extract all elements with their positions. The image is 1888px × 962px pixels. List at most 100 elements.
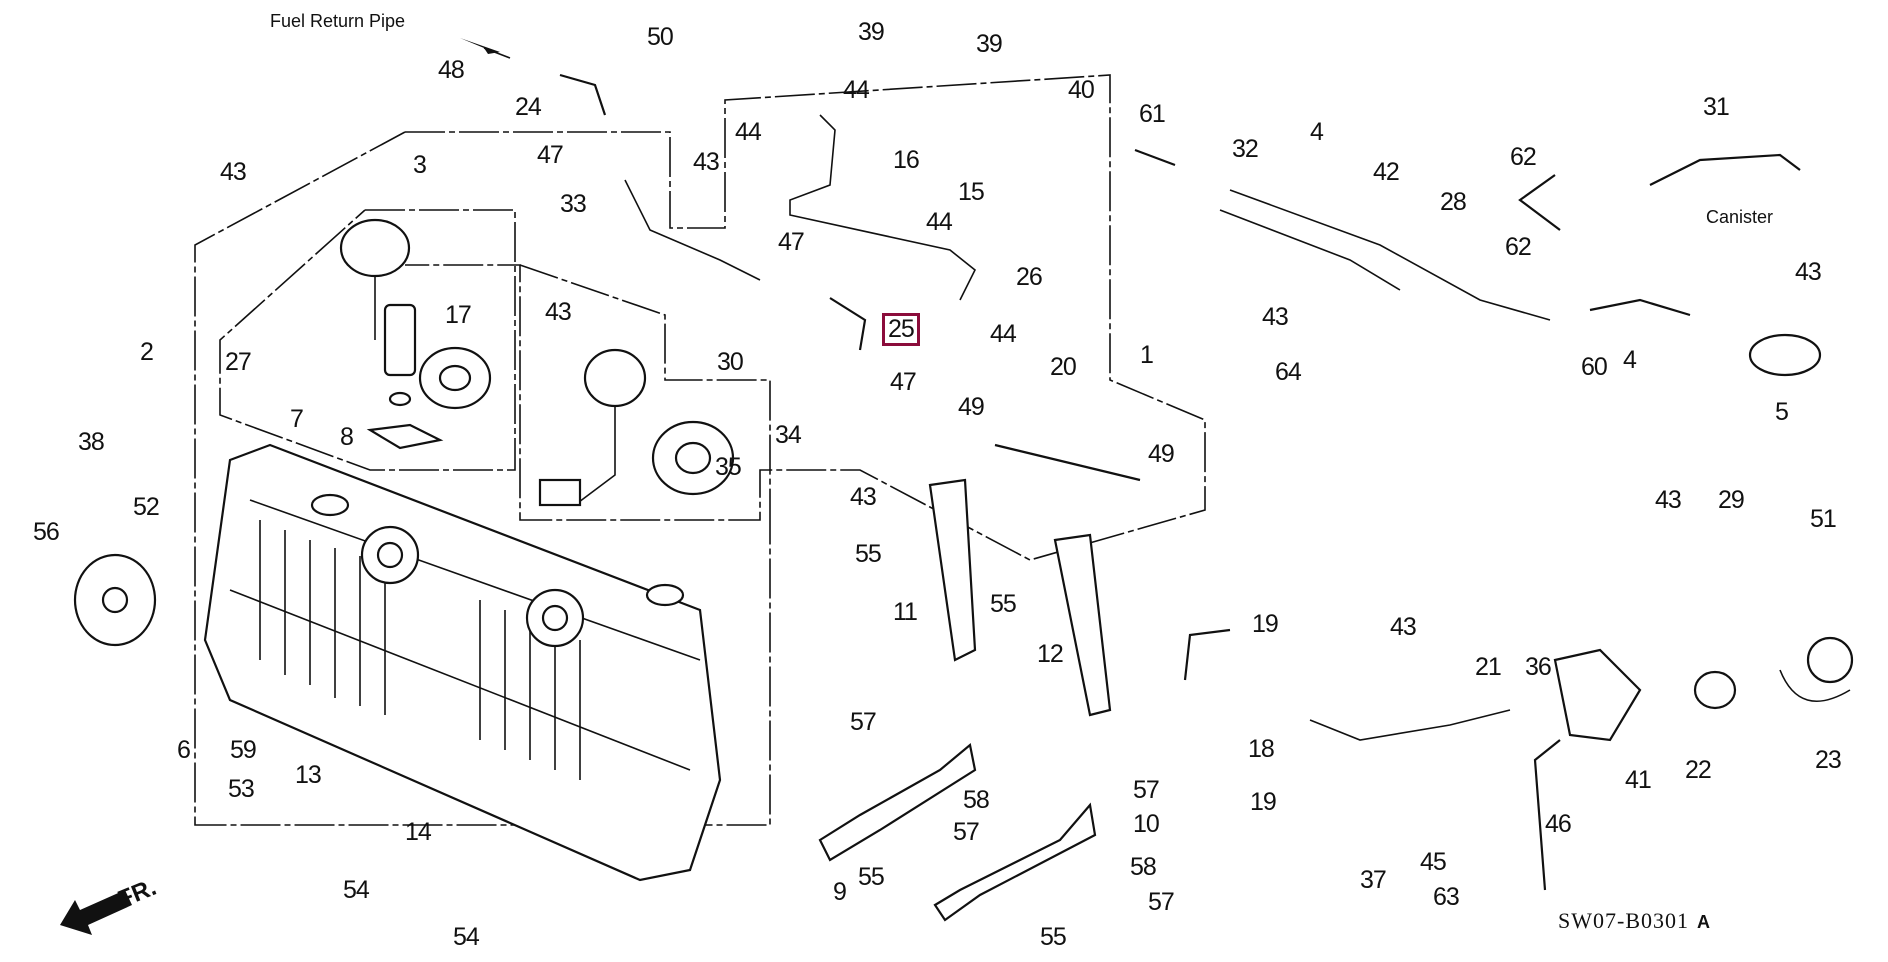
callout-49[interactable]: 49 bbox=[1148, 440, 1175, 468]
callout-5[interactable]: 5 bbox=[1775, 398, 1789, 426]
callout-38[interactable]: 38 bbox=[78, 428, 105, 456]
diagram-variant: A bbox=[1697, 912, 1711, 932]
callout-21[interactable]: 21 bbox=[1475, 653, 1502, 681]
callout-60[interactable]: 60 bbox=[1581, 353, 1608, 381]
callout-43[interactable]: 43 bbox=[1655, 486, 1682, 514]
group-outline-34 bbox=[519, 264, 771, 520]
callout-54[interactable]: 54 bbox=[343, 876, 370, 904]
callout-14[interactable]: 14 bbox=[405, 818, 432, 846]
callout-3[interactable]: 3 bbox=[413, 151, 427, 179]
callout-59[interactable]: 59 bbox=[230, 736, 257, 764]
callout-18[interactable]: 18 bbox=[1248, 735, 1275, 763]
callout-32[interactable]: 32 bbox=[1232, 135, 1259, 163]
callout-45[interactable]: 45 bbox=[1420, 848, 1447, 876]
callout-53[interactable]: 53 bbox=[228, 775, 255, 803]
canister-5 bbox=[1748, 333, 1822, 377]
callout-15[interactable]: 15 bbox=[958, 178, 985, 206]
callout-48[interactable]: 48 bbox=[438, 56, 465, 84]
callout-46[interactable]: 46 bbox=[1545, 810, 1572, 838]
callout-16[interactable]: 16 bbox=[893, 146, 920, 174]
callout-58[interactable]: 58 bbox=[963, 786, 990, 814]
callout-55[interactable]: 55 bbox=[990, 590, 1017, 618]
callout-41[interactable]: 41 bbox=[1625, 766, 1652, 794]
callout-24[interactable]: 24 bbox=[515, 93, 542, 121]
callout-9[interactable]: 9 bbox=[833, 878, 847, 906]
fuel-sender-assembly bbox=[538, 348, 735, 507]
callout-57[interactable]: 57 bbox=[953, 818, 980, 846]
callout-11[interactable]: 11 bbox=[893, 598, 918, 626]
callout-8[interactable]: 8 bbox=[340, 423, 354, 451]
hose-60 bbox=[1589, 298, 1691, 317]
callout-54[interactable]: 54 bbox=[453, 923, 480, 951]
callout-39[interactable]: 39 bbox=[858, 18, 885, 46]
callout-43[interactable]: 43 bbox=[850, 483, 877, 511]
callout-23[interactable]: 23 bbox=[1815, 746, 1842, 774]
callout-2[interactable]: 2 bbox=[140, 338, 154, 366]
callout-26[interactable]: 26 bbox=[1016, 263, 1043, 291]
callout-35[interactable]: 35 bbox=[715, 453, 742, 481]
hose-24 bbox=[559, 73, 607, 116]
callout-44[interactable]: 44 bbox=[735, 118, 762, 146]
callout-47[interactable]: 47 bbox=[890, 368, 917, 396]
callout-37[interactable]: 37 bbox=[1360, 866, 1387, 894]
callout-49[interactable]: 49 bbox=[958, 393, 985, 421]
callout-30[interactable]: 30 bbox=[717, 348, 744, 376]
callout-12[interactable]: 12 bbox=[1037, 640, 1064, 668]
callout-19[interactable]: 19 bbox=[1252, 610, 1279, 638]
callout-10[interactable]: 10 bbox=[1133, 810, 1160, 838]
strap-9 bbox=[818, 742, 977, 862]
callout-62[interactable]: 62 bbox=[1505, 233, 1532, 261]
callout-4[interactable]: 4 bbox=[1623, 346, 1637, 374]
callout-43[interactable]: 43 bbox=[1795, 258, 1822, 286]
callout-55[interactable]: 55 bbox=[1040, 923, 1067, 951]
callout-47[interactable]: 47 bbox=[778, 228, 805, 256]
callout-61[interactable]: 61 bbox=[1139, 100, 1166, 128]
callout-43[interactable]: 43 bbox=[545, 298, 572, 326]
callout-62[interactable]: 62 bbox=[1510, 143, 1537, 171]
callout-33[interactable]: 33 bbox=[560, 190, 587, 218]
callout-43[interactable]: 43 bbox=[693, 148, 720, 176]
callout-44[interactable]: 44 bbox=[843, 76, 870, 104]
callout-4[interactable]: 4 bbox=[1310, 118, 1324, 146]
group-outline-2 bbox=[194, 131, 771, 826]
filler-housing-36 bbox=[1553, 648, 1642, 742]
callout-22[interactable]: 22 bbox=[1685, 756, 1712, 784]
callout-36[interactable]: 36 bbox=[1525, 653, 1552, 681]
callout-57[interactable]: 57 bbox=[1148, 888, 1175, 916]
callout-43[interactable]: 43 bbox=[220, 158, 247, 186]
callout-6[interactable]: 6 bbox=[177, 736, 191, 764]
callout-31[interactable]: 31 bbox=[1703, 93, 1730, 121]
callout-34[interactable]: 34 bbox=[775, 421, 802, 449]
callout-1[interactable]: 1 bbox=[1140, 341, 1154, 369]
callout-57[interactable]: 57 bbox=[850, 708, 877, 736]
callout-47[interactable]: 47 bbox=[537, 141, 564, 169]
callout-40[interactable]: 40 bbox=[1068, 76, 1095, 104]
callout-50[interactable]: 50 bbox=[647, 23, 674, 51]
callout-27[interactable]: 27 bbox=[225, 348, 252, 376]
callout-56[interactable]: 56 bbox=[33, 518, 60, 546]
callout-58[interactable]: 58 bbox=[1130, 853, 1157, 881]
callout-64[interactable]: 64 bbox=[1275, 358, 1302, 386]
callout-20[interactable]: 20 bbox=[1050, 353, 1077, 381]
callout-43[interactable]: 43 bbox=[1390, 613, 1417, 641]
callout-44[interactable]: 44 bbox=[990, 320, 1017, 348]
callout-63[interactable]: 63 bbox=[1433, 883, 1460, 911]
callout-55[interactable]: 55 bbox=[855, 540, 882, 568]
callout-19[interactable]: 19 bbox=[1250, 788, 1277, 816]
callout-43[interactable]: 43 bbox=[1262, 303, 1289, 331]
callout-13[interactable]: 13 bbox=[295, 761, 322, 789]
callout-57[interactable]: 57 bbox=[1133, 776, 1160, 804]
front-arrow-icon bbox=[60, 890, 132, 935]
callout-28[interactable]: 28 bbox=[1440, 188, 1467, 216]
callout-29[interactable]: 29 bbox=[1718, 486, 1745, 514]
callout-42[interactable]: 42 bbox=[1373, 158, 1400, 186]
callout-44[interactable]: 44 bbox=[926, 208, 953, 236]
callout-7[interactable]: 7 bbox=[290, 405, 304, 433]
callout-17[interactable]: 17 bbox=[445, 301, 472, 329]
callout-52[interactable]: 52 bbox=[133, 493, 160, 521]
callout-39[interactable]: 39 bbox=[976, 30, 1003, 58]
callout-25-highlighted[interactable]: 25 bbox=[882, 313, 920, 346]
hose-61 bbox=[1134, 148, 1176, 167]
callout-51[interactable]: 51 bbox=[1810, 505, 1837, 533]
callout-55[interactable]: 55 bbox=[858, 863, 885, 891]
